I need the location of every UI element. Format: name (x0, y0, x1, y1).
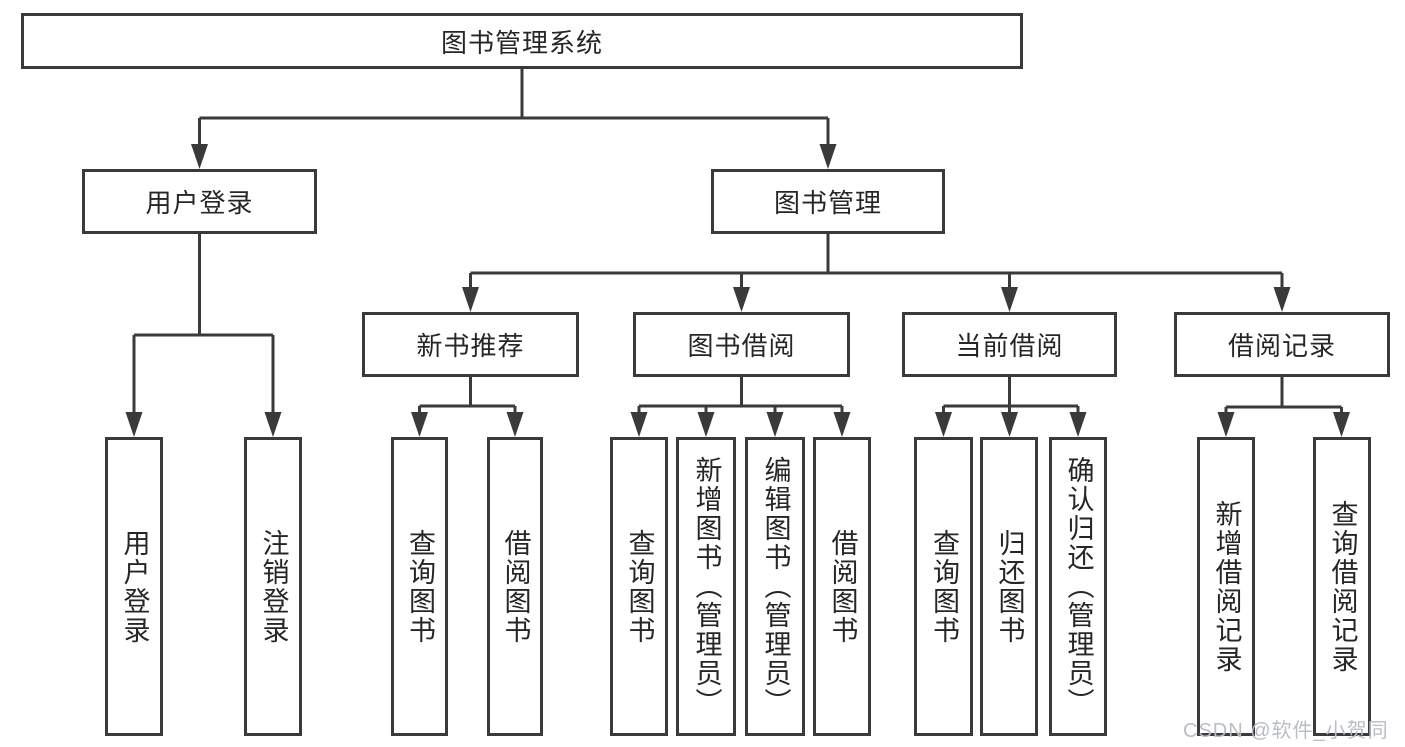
node-current-borrow: 当前借阅 (902, 312, 1117, 377)
node-label: 新书推荐 (416, 331, 525, 361)
leaf-query-books-current: 查询图书 (914, 437, 973, 736)
leaf-query-books-recommend: 查询图书 (391, 437, 448, 736)
leaf-add-books-admin: 新增图书（管理员） (676, 437, 736, 736)
node-label: 用户登录 (119, 528, 150, 645)
node-label: 借阅图书 (827, 528, 858, 645)
node-label: 图书管理 (773, 188, 882, 218)
node-label: 借阅图书 (500, 528, 531, 645)
node-user-login: 用户登录 (82, 169, 317, 234)
node-new-book-recommend: 新书推荐 (362, 312, 579, 377)
node-label: 用户登录 (145, 188, 254, 218)
node-library-management-system: 图书管理系统 (21, 13, 1023, 69)
node-borrow-records: 借阅记录 (1174, 312, 1390, 377)
node-book-management: 图书管理 (711, 169, 945, 234)
node-label: 图书管理系统 (440, 27, 603, 58)
node-label: 归还图书 (994, 528, 1025, 645)
leaf-query-borrow-record: 查询借阅记录 (1313, 437, 1371, 736)
leaf-borrow-books-recommend: 借阅图书 (487, 437, 543, 736)
node-label: 查询借阅记录 (1327, 499, 1358, 674)
leaf-user-login: 用户登录 (105, 437, 163, 736)
node-label: 确认归还（管理员） (1063, 456, 1094, 717)
node-label: 查询图书 (929, 528, 959, 645)
node-label: 图书借阅 (687, 331, 796, 361)
node-label: 编辑图书（管理员） (760, 456, 791, 717)
node-label: 查询图书 (405, 528, 435, 645)
leaf-logout: 注销登录 (244, 437, 302, 736)
node-label: 借阅记录 (1227, 331, 1336, 361)
node-label: 当前借阅 (955, 331, 1064, 361)
leaf-borrow-books: 借阅图书 (813, 437, 871, 736)
node-label: 注销登录 (258, 528, 289, 645)
node-label: 新增借阅记录 (1211, 499, 1242, 674)
leaf-return-books: 归还图书 (980, 437, 1038, 736)
csdn-watermark: CSDN @软件_小贺同学 (1183, 720, 1389, 742)
node-label: 查询图书 (624, 528, 655, 645)
leaf-edit-books-admin: 编辑图书（管理员） (745, 437, 805, 736)
arrowheads (125, 144, 1350, 437)
node-book-borrow: 图书借阅 (633, 312, 850, 377)
node-label: 新增图书（管理员） (691, 456, 722, 717)
leaf-add-borrow-record: 新增借阅记录 (1197, 437, 1255, 736)
leaf-query-books-borrow: 查询图书 (610, 437, 668, 736)
leaf-confirm-return-admin: 确认归还（管理员） (1049, 437, 1107, 736)
